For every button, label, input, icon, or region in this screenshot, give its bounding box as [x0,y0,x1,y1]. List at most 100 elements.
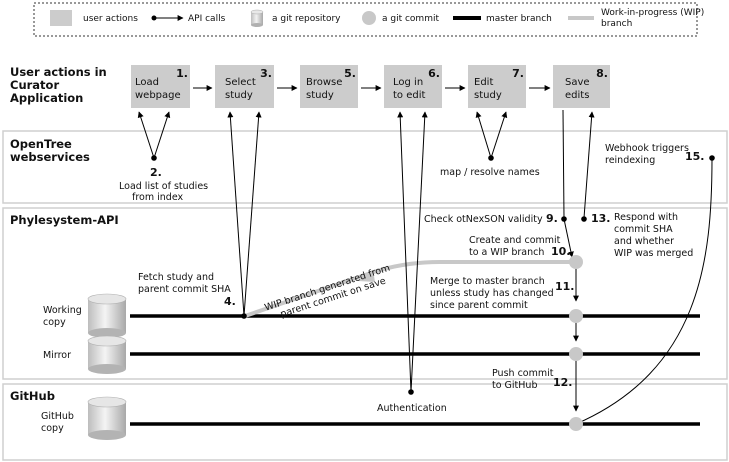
action-box-label-2: study [306,90,334,101]
api-call-2-out [137,111,155,159]
section-curator-title-1: User actions in [10,65,107,79]
api-call-13-line [583,111,595,219]
webhook-curve-15 [575,157,713,425]
api-call-9-to-commit [563,218,574,258]
step-10-label-2: to a WIP branch [469,247,544,258]
action-box-log-in: 6. Log in to edit [384,65,442,108]
action-box-label-1: Save [565,77,590,88]
api-call-map-out [475,111,492,159]
api-call-13-dot [581,216,587,222]
api-call-auth-out [397,111,412,393]
legend-api-calls-label: API calls [188,14,226,24]
webhook-dot-15 [709,155,715,161]
step-13-num: 13. [591,212,611,225]
action-box-label-2: study [474,90,502,101]
github-commit-node [569,417,583,431]
legend-git-repository-label: a git repository [272,14,341,24]
api-call-2-in [153,111,171,159]
wip-branch [244,260,576,318]
action-box-num: 1. [176,67,188,80]
api-call-map-in [490,111,508,159]
step-13-label-1: Respond with [614,212,678,223]
legend-user-actions-swatch [50,10,72,26]
action-box-load-webpage: 1. Load webpage [131,65,190,108]
section-opentree-title-1: OpenTree [10,137,72,151]
repo-working-copy-label-1: Working [43,305,82,316]
wip-commit-node [569,255,583,269]
authentication-label: Authentication [377,403,447,414]
user-action-boxes: 1. Load webpage 3. Select study 5. Brows… [131,65,610,108]
repo-mirror-label: Mirror [43,350,71,361]
step-11-label-3: since parent commit [430,300,528,311]
section-curator-title-2: Curator [10,78,59,92]
step-2-label-1: Load list of studies [119,181,208,192]
action-box-browse-study: 5. Browse study [300,65,358,108]
action-box-label-2: webpage [135,90,181,101]
action-box-edit-study: 7. Edit study [468,65,526,108]
action-box-num: 7. [512,67,524,80]
step-13-label-3: and whether [614,236,674,247]
action-box-label-1: Select [225,77,256,88]
api-call-auth-in [410,111,428,393]
step-11-num: 11. [555,280,575,293]
legend-wip-branch-label-1: Work-in-progress (WIP) [601,8,704,18]
step-10-num: 10. [551,245,571,258]
api-call-2-dot [151,155,157,161]
section-opentree-frame [2,130,728,204]
step-9-num: 9. [546,212,558,225]
wip-branch-arrowhead [358,270,375,282]
step-15-num: 15. [685,150,705,163]
step-12-label-1: Push commit [492,368,554,379]
map-resolve-label: map / resolve names [440,167,540,178]
section-phylesystem-frame [2,207,728,380]
repo-mirror-icon [87,335,127,374]
working-copy-commit-node [569,309,583,323]
step-12-num: 12. [553,376,573,389]
api-call-4-out [227,111,245,317]
api-calls [137,109,715,425]
legend-git-commit-dot [362,11,376,25]
action-box-label-1: Log in [393,77,423,88]
action-box-label-1: Browse [306,77,342,88]
action-box-label-2: study [225,90,253,101]
repo-working-copy-icon [87,293,127,338]
section-opentree-title-2: webservices [10,150,90,164]
api-call-map-dot [488,155,494,161]
legend-git-commit-label: a git commit [382,14,439,24]
repo-working-copy-label-2: copy [43,317,66,328]
action-box-num: 3. [260,67,272,80]
step-15-label-1: Webhook triggers [605,143,689,154]
step-4-label-1: Fetch study and [138,272,214,283]
action-box-num: 6. [428,67,440,80]
action-box-num: 8. [596,67,608,80]
step-10-label-1: Create and commit [469,235,561,246]
legend-git-repository-icon [250,9,264,27]
repo-github-copy-icon [87,396,127,440]
section-github-frame [2,383,728,461]
legend-user-actions-label: user actions [83,14,138,24]
section-phylesystem-title: Phylesystem-API [10,213,119,227]
action-box-select-study: 3. Select study [215,65,274,108]
section-curator-title-3: Application [10,91,83,105]
sections: User actions in Curator Application Open… [2,65,728,461]
commit-nodes [569,255,583,431]
step-2-label-2: from index [132,192,183,203]
section-github-title: GitHub [10,389,55,403]
legend: user actions API calls a git repository … [33,2,704,37]
step-11-label-2: unless study has changed [430,288,554,299]
repo-github-copy-label-1: GitHub [41,411,74,422]
api-call-auth-dot [408,389,414,395]
api-call-9-line [562,109,565,219]
action-box-label-2: to edit [393,90,425,101]
action-box-label-1: Edit [474,77,493,88]
repo-github-copy-label-2: copy [41,423,64,434]
legend-master-branch-label: master branch [486,14,552,24]
legend-api-calls-dot [151,15,157,21]
step-12-label-2: to GitHub [492,380,537,391]
step-11-label-1: Merge to master branch [430,276,545,287]
step-2-num: 2. [150,166,162,179]
api-call-4-dot [241,313,247,319]
step-9-label: Check otNexSON validity [424,214,543,225]
step-4-num: 4. [224,295,236,308]
